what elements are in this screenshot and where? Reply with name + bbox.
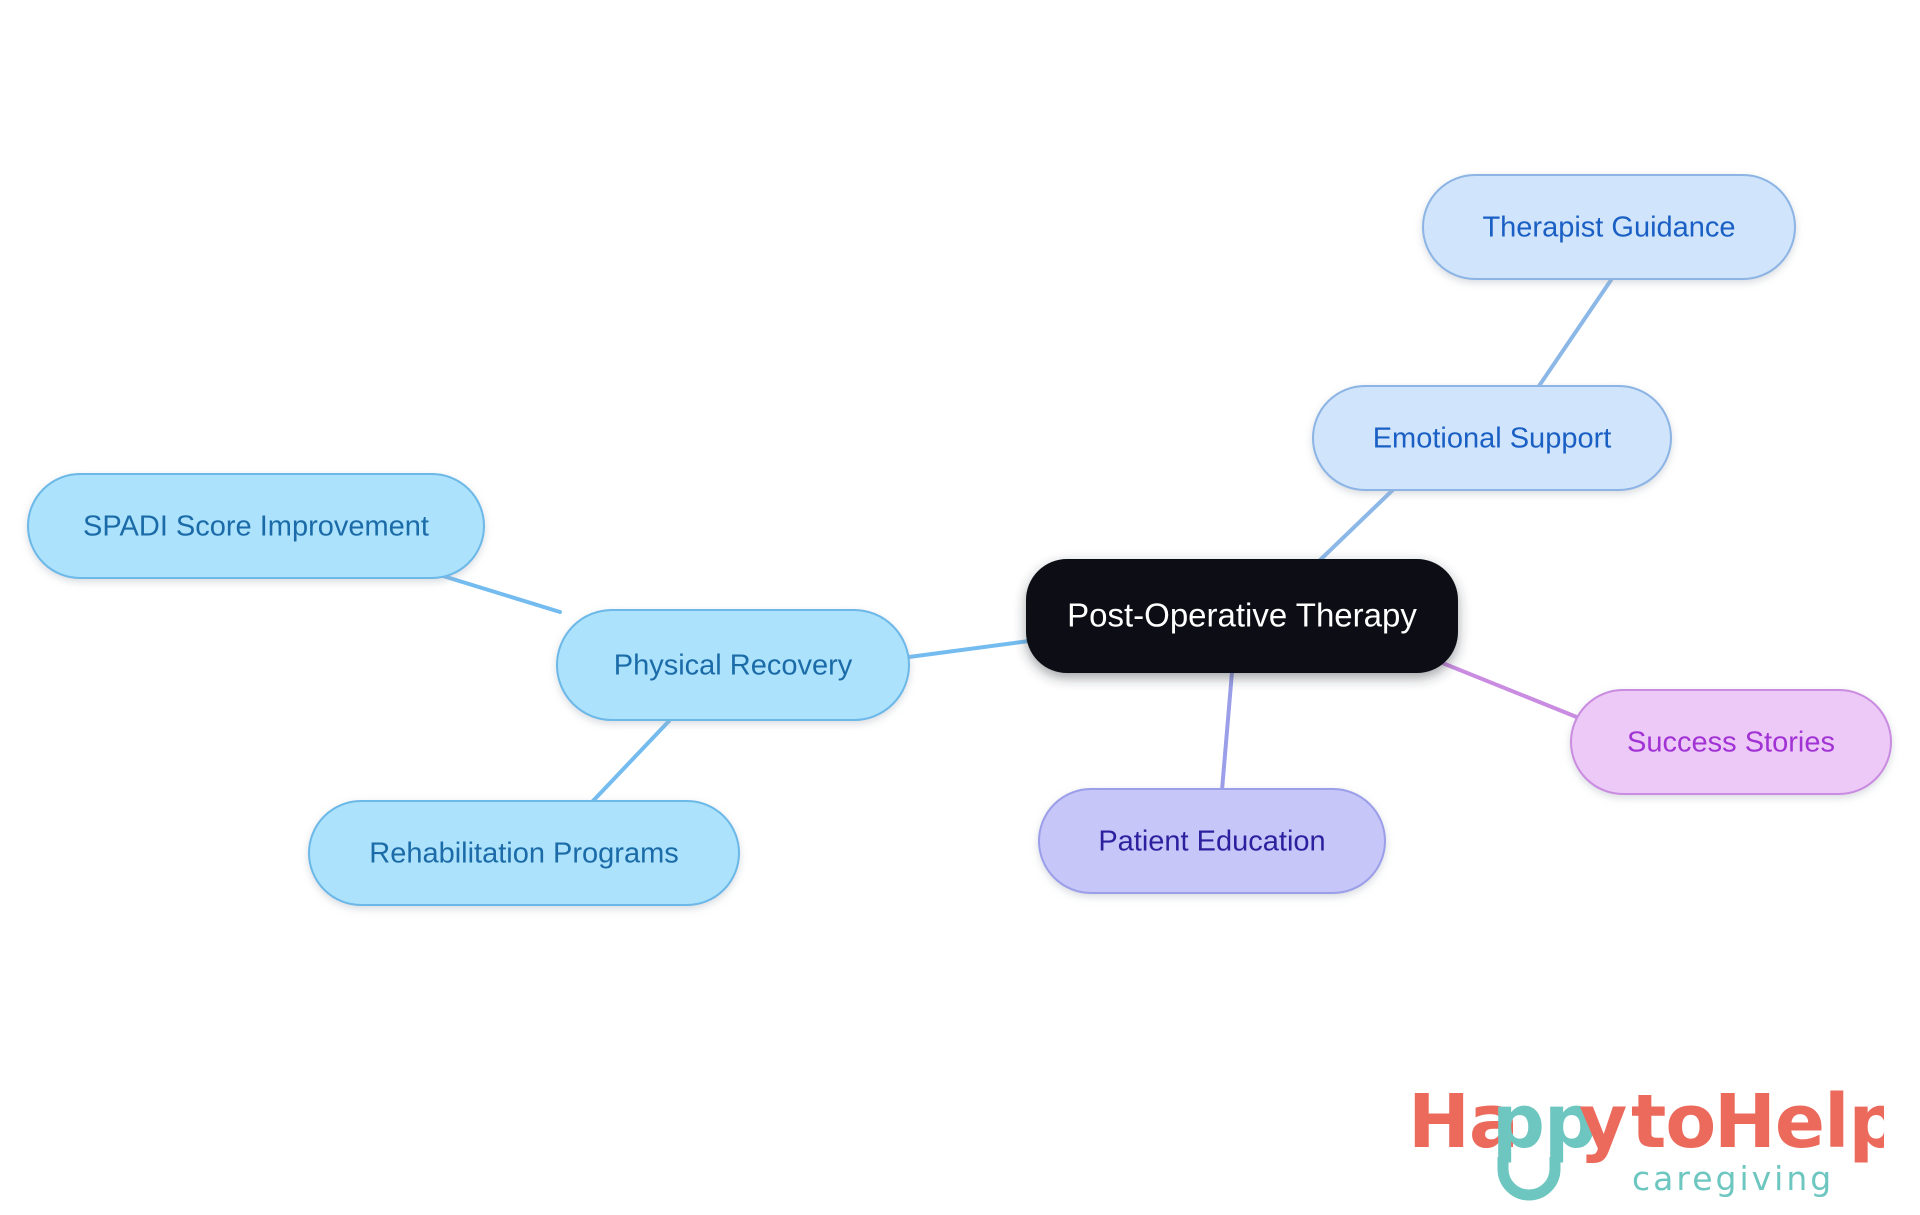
node-label-rehabilitation-programs: Rehabilitation Programs: [369, 838, 678, 870]
node-label-root: Post-Operative Therapy: [1067, 597, 1417, 634]
logo-text-pp: pp: [1492, 1085, 1596, 1165]
node-shape-spadi-score-improvement[interactable]: [27, 473, 485, 579]
mindmap-node-therapist-guidance[interactable]: Therapist Guidance: [1422, 174, 1796, 280]
node-shape-patient-education[interactable]: [1038, 788, 1386, 894]
logo-text-help: Help: [1714, 1085, 1884, 1165]
node-label-therapist-guidance: Therapist Guidance: [1482, 212, 1735, 244]
mindmap-node-root-post-operative-therapy[interactable]: Post-Operative Therapy: [1026, 559, 1458, 673]
node-shape-rehabilitation-programs[interactable]: [308, 800, 740, 906]
edge-physical-recovery-to-rehabilitation-programs: [590, 719, 671, 804]
edge-root-to-emotional-support: [1316, 481, 1402, 564]
mindmap-node-spadi-score-improvement[interactable]: SPADI Score Improvement: [27, 473, 485, 579]
edge-root-to-patient-education: [1220, 670, 1234, 792]
node-label-physical-recovery: Physical Recovery: [614, 650, 853, 682]
logo-text-ha: Ha: [1408, 1085, 1518, 1165]
node-shape-success-stories[interactable]: [1570, 689, 1892, 795]
mindmap-node-rehabilitation-programs[interactable]: Rehabilitation Programs: [308, 800, 740, 906]
brand-logo-svg: Ha pp y to Help caregiving: [1408, 1085, 1884, 1201]
brand-logo: Ha pp y to Help caregiving: [1404, 1085, 1884, 1207]
logo-text-y: y: [1579, 1085, 1626, 1165]
node-label-patient-education: Patient Education: [1098, 826, 1325, 858]
node-shape-root[interactable]: [1026, 559, 1458, 673]
logo-tagline: caregiving: [1632, 1159, 1834, 1198]
node-label-emotional-support: Emotional Support: [1373, 423, 1612, 455]
node-label-success-stories: Success Stories: [1627, 727, 1835, 759]
node-label-spadi-score-improvement: SPADI Score Improvement: [83, 511, 429, 543]
edge-root-to-success-stories: [1433, 658, 1591, 724]
mindmap-node-emotional-support[interactable]: Emotional Support: [1312, 385, 1672, 491]
mindmap-node-success-stories[interactable]: Success Stories: [1570, 689, 1892, 795]
edge-root-to-physical-recovery: [907, 639, 1031, 659]
mindmap-node-physical-recovery[interactable]: Physical Recovery: [556, 609, 910, 721]
edge-physical-recovery-to-spadi-score-improvement: [441, 574, 562, 614]
logo-text-to: to: [1631, 1085, 1715, 1165]
edge-emotional-support-to-therapist-guidance: [1537, 278, 1613, 388]
mindmap-node-patient-education[interactable]: Patient Education: [1038, 788, 1386, 894]
mindmap-edges: [441, 278, 1613, 804]
node-shape-therapist-guidance[interactable]: [1422, 174, 1796, 280]
smile-arc-icon: [1497, 1157, 1561, 1201]
node-shape-physical-recovery[interactable]: [556, 609, 910, 721]
node-shape-emotional-support[interactable]: [1312, 385, 1672, 491]
